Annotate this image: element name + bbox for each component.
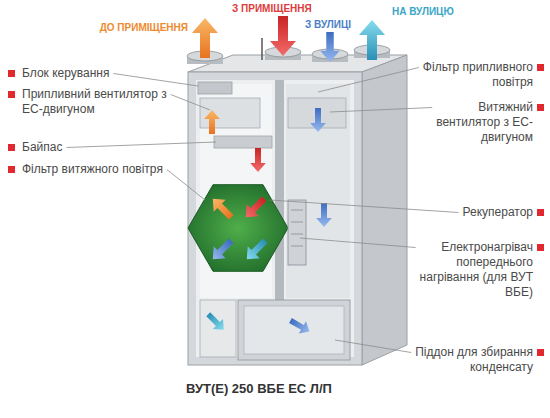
airflow-label: З ВУЛИЦІ xyxy=(305,19,375,31)
part-label: Фільтр витяжного повітря xyxy=(22,162,167,177)
airflow-label: НА ВУЛИЦЮ xyxy=(392,6,482,18)
airflow-label: З ПРИМІЩЕННЯ xyxy=(232,3,342,15)
bullet-square xyxy=(8,166,15,173)
part-label: Байпас xyxy=(22,140,167,155)
leader-line xyxy=(330,108,432,113)
part-label: Електронагрівач попереднього нагрівання … xyxy=(412,240,533,300)
airflow-label: ДО ПРИМІЩЕННЯ xyxy=(88,22,188,34)
bullet-square xyxy=(8,91,15,98)
part-label: Витяжний вентилятор з ЕС-двигуном xyxy=(412,100,533,145)
leader-line xyxy=(270,200,459,213)
bullet-square xyxy=(537,209,544,216)
part-label: Блок керування xyxy=(22,66,167,81)
bullet-square xyxy=(537,64,544,71)
bullet-square xyxy=(8,144,15,151)
bullet-square xyxy=(537,104,544,111)
leader-line xyxy=(300,238,416,248)
part-label: Рекуператор xyxy=(412,205,533,220)
model-caption: ВУТ(Е) 250 ВБЕ ЕС Л/П xyxy=(186,381,332,396)
bullet-square xyxy=(537,244,544,251)
bullet-square xyxy=(537,349,544,356)
leader-line xyxy=(66,142,216,148)
leader-line xyxy=(318,68,419,93)
part-label: Фільтр припливного повітря xyxy=(412,60,533,90)
leader-line xyxy=(167,170,205,201)
bullet-square xyxy=(8,70,15,77)
part-label: Припливний вентилятор з ЕС-двигуном xyxy=(22,87,167,117)
leader-line xyxy=(113,74,198,87)
leader-line xyxy=(335,340,411,353)
part-label: Піддон для збирання конденсату xyxy=(412,345,533,375)
leader-line xyxy=(171,95,210,111)
